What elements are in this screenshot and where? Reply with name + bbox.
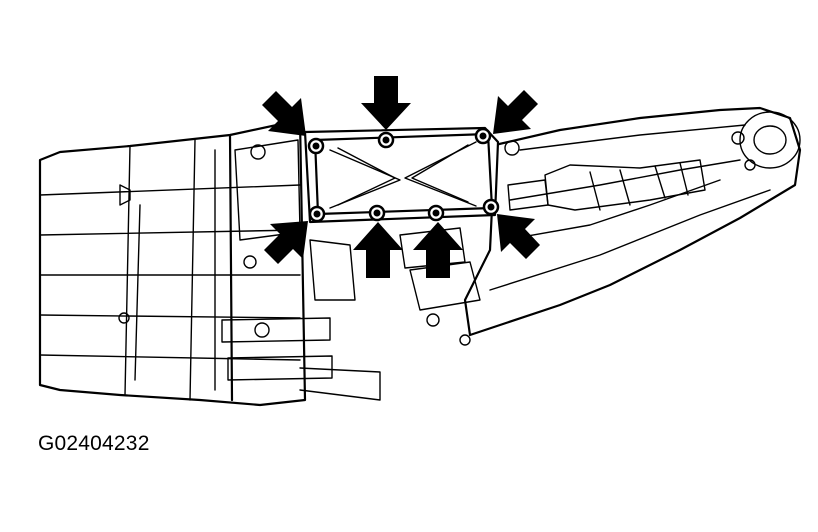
arrow-down-icon (361, 76, 411, 130)
bolt-top-center (377, 131, 395, 149)
transmission-case (38, 118, 381, 407)
cover-bolts (307, 127, 500, 223)
arrow-down-left-icon (493, 90, 538, 134)
arrow-up-icon (353, 222, 403, 278)
bolt-bottom-left (308, 205, 326, 223)
figure-id-label: G02404232 (38, 432, 150, 455)
bolt-bottom-right (482, 198, 500, 216)
arrow-up-left-icon (497, 214, 540, 259)
arrow-down-right-icon (262, 91, 306, 136)
bolt-bottom-center-left (368, 204, 386, 222)
bolt-top-right (474, 127, 492, 145)
indicator-arrows (262, 76, 540, 278)
bolt-bottom-center-right (427, 204, 445, 222)
bolt-top-left (307, 137, 325, 155)
arrow-up-icon (413, 222, 463, 278)
arrow-up-right-icon (264, 221, 308, 264)
top-cover-plate (303, 126, 500, 224)
